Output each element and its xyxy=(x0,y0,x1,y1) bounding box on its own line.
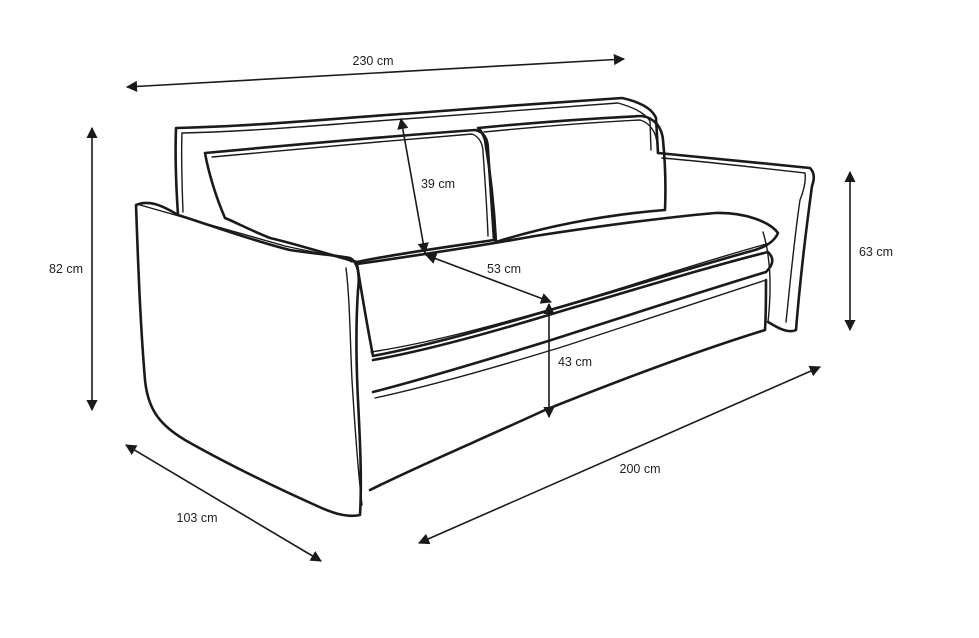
seat-cushion-piping xyxy=(370,242,771,353)
total-width-label: 230 cm xyxy=(353,54,394,68)
seat-lower-layer xyxy=(371,250,774,394)
seat-cushion-top xyxy=(355,211,780,358)
right-armrest-inner xyxy=(661,157,806,323)
back-cushion-right-piping xyxy=(483,119,658,144)
seat-depth-line xyxy=(424,253,553,304)
armrest-height-label: 63 cm xyxy=(859,245,893,259)
back-cushion-left-piping xyxy=(211,133,489,237)
right-armrest xyxy=(656,151,816,333)
seat-width-label: 200 cm xyxy=(620,462,661,476)
left-armrest-inner xyxy=(139,204,353,263)
total-height-label: 82 cm xyxy=(49,262,83,276)
dimension-lines xyxy=(86,53,856,562)
dimension-labels: 230 cm 82 cm 39 cm 53 cm 43 cm 63 cm 200… xyxy=(49,54,893,525)
sofa-back-frame xyxy=(174,96,660,217)
total-depth-label: 103 cm xyxy=(177,511,218,525)
sofa-drawing xyxy=(134,96,816,518)
left-armrest xyxy=(134,201,363,518)
left-armrest-front-edge xyxy=(345,267,363,506)
seat-height-label: 43 cm xyxy=(558,355,592,369)
total-depth-line xyxy=(125,444,322,562)
back-cushion-height-label: 39 cm xyxy=(421,177,455,191)
back-cushion-left xyxy=(203,128,496,264)
seat-width-line xyxy=(417,365,822,545)
seat-lower-piping xyxy=(374,279,767,399)
right-armrest-edge xyxy=(762,231,771,323)
total-width-line xyxy=(125,53,626,93)
back-cushion-height-line xyxy=(397,117,429,255)
back-cushion-right xyxy=(476,114,667,244)
seat-depth-label: 53 cm xyxy=(487,262,521,276)
